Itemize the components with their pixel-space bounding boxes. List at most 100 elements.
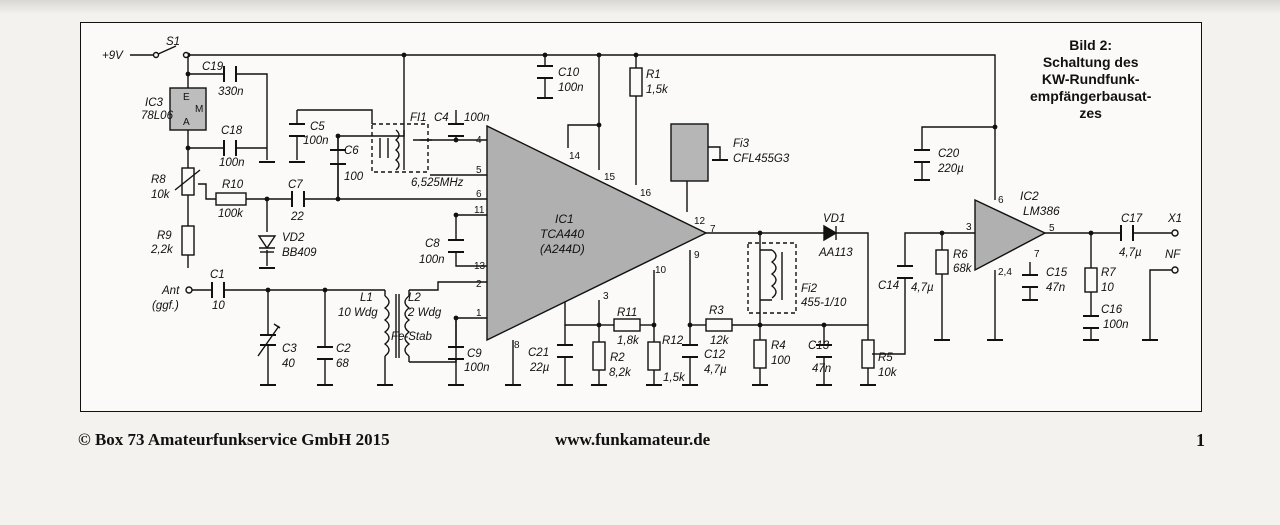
ic1-body [486, 124, 708, 342]
res-r2 [592, 341, 606, 371]
caption-line: empfängerbausat- [1030, 88, 1152, 104]
value-c20: 220µ [937, 163, 964, 175]
cap-c14 [897, 265, 913, 279]
label-r11: R11 [617, 307, 637, 319]
res-r1 [629, 67, 643, 97]
label-r7: R7 [1101, 267, 1116, 279]
value-r8: 10k [151, 189, 171, 201]
label-ic1: IC1 [555, 212, 574, 226]
label-antenna: Ant [161, 285, 180, 297]
ic2-body [974, 198, 1047, 272]
ic1-pin-13: 13 [474, 261, 486, 272]
output-nf-terminal [1171, 266, 1179, 274]
ic1-pin-11: 11 [474, 205, 485, 216]
ic1-pin-12: 12 [694, 216, 706, 227]
label-c9: C9 [467, 348, 482, 360]
label-fi2: Fi2 [801, 283, 818, 295]
label-c13: C13 [808, 340, 830, 352]
label-tca440: TCA440 [540, 227, 584, 241]
label-c17: C17 [1121, 213, 1143, 225]
value-c15: 47n [1046, 282, 1065, 294]
value-r1: 1,5k [646, 84, 669, 96]
label-c21: C21 [528, 347, 549, 359]
label-fi3: Fi3 [733, 138, 750, 150]
value-r11: 1,8k [617, 335, 640, 347]
label-c18: C18 [221, 125, 243, 137]
ic1-pin-8: 8 [514, 340, 520, 351]
label-r8: R8 [151, 174, 166, 186]
value-r5: 10k [878, 367, 898, 379]
res-r8 [181, 167, 195, 196]
regulator-ic3-body [169, 87, 207, 131]
label-c8: C8 [425, 238, 440, 250]
value-c16: 100n [1103, 319, 1129, 331]
cap-c13 [816, 344, 832, 358]
cap-c19 [223, 66, 237, 82]
label-r10: R10 [222, 179, 244, 191]
label-ic3: IC3 [145, 97, 164, 109]
value-c3: 40 [282, 358, 295, 370]
label-l1-windings: 10 Wdg [338, 307, 378, 319]
label-fi3-type: CFL455G3 [733, 153, 790, 165]
value-r12: 1,5k [663, 372, 686, 384]
label-r5: R5 [878, 352, 893, 364]
cap-c1 [211, 282, 225, 298]
cap-c12 [682, 344, 698, 358]
label-r12: R12 [662, 335, 684, 347]
res-r4 [753, 339, 767, 369]
cap-c21 [557, 344, 573, 358]
res-r10 [215, 192, 247, 206]
res-r7 [1084, 267, 1098, 293]
cap-c17 [1120, 225, 1134, 241]
label-a244d: (A244D) [540, 242, 585, 256]
reg-pin-m: M [195, 104, 203, 115]
label-c5: C5 [310, 121, 325, 133]
label-c7: C7 [288, 179, 303, 191]
ic1-pin-14: 14 [569, 151, 581, 162]
footer-copyright: © Box 73 Amateurfunkservice GmbH 2015 [78, 430, 390, 449]
diode-vd1 [823, 224, 838, 242]
value-vd2: BB409 [282, 247, 317, 259]
value-r6: 68k [953, 263, 973, 275]
label-c15: C15 [1046, 267, 1068, 279]
antenna-terminal [185, 286, 193, 294]
label-r9: R9 [157, 230, 172, 242]
switch-s1 [152, 51, 190, 59]
res-r6 [935, 249, 949, 275]
filter-fi3 [670, 123, 709, 182]
cap-c18 [223, 140, 237, 156]
cap-c9 [448, 346, 464, 360]
cap-c8 [448, 239, 464, 253]
cap-c20 [914, 149, 930, 163]
label-r3: R3 [709, 305, 724, 317]
value-c13: 47n [812, 363, 831, 375]
footer-url[interactable]: www.funkamateur.de [555, 430, 711, 449]
label-fe-stab: Fe-Stab [391, 331, 433, 343]
value-c6: 100 [344, 171, 364, 183]
filter-fi1 [371, 123, 429, 173]
label-c3: C3 [282, 343, 297, 355]
ic1-pin-16: 16 [640, 188, 652, 199]
ic2-pin-3: 3 [966, 222, 972, 233]
output-x1-terminal [1171, 229, 1179, 237]
scan-edge [0, 0, 1280, 14]
label-c2: C2 [336, 343, 351, 355]
ic1-pin-2: 2 [476, 279, 482, 290]
label-r4: R4 [771, 340, 786, 352]
label-l2: L2 [408, 292, 421, 304]
cap-c10 [537, 65, 553, 79]
label-supply: +9V [102, 50, 124, 62]
res-r11 [613, 318, 641, 332]
label-c20: C20 [938, 148, 960, 160]
cap-c15 [1022, 274, 1038, 288]
label-c4: C4 [434, 112, 449, 124]
caption-line: KW-Rundfunk- [1041, 71, 1140, 87]
value-c14: 4,7µ [911, 282, 934, 294]
value-c12: 4,7µ [704, 364, 727, 376]
value-r10: 100k [218, 208, 244, 220]
value-r9: 2,2k [150, 244, 174, 256]
label-c12: C12 [704, 349, 726, 361]
value-c1: 10 [212, 300, 225, 312]
label-vd2: VD2 [282, 232, 305, 244]
label-78l06: 78L06 [141, 110, 174, 122]
